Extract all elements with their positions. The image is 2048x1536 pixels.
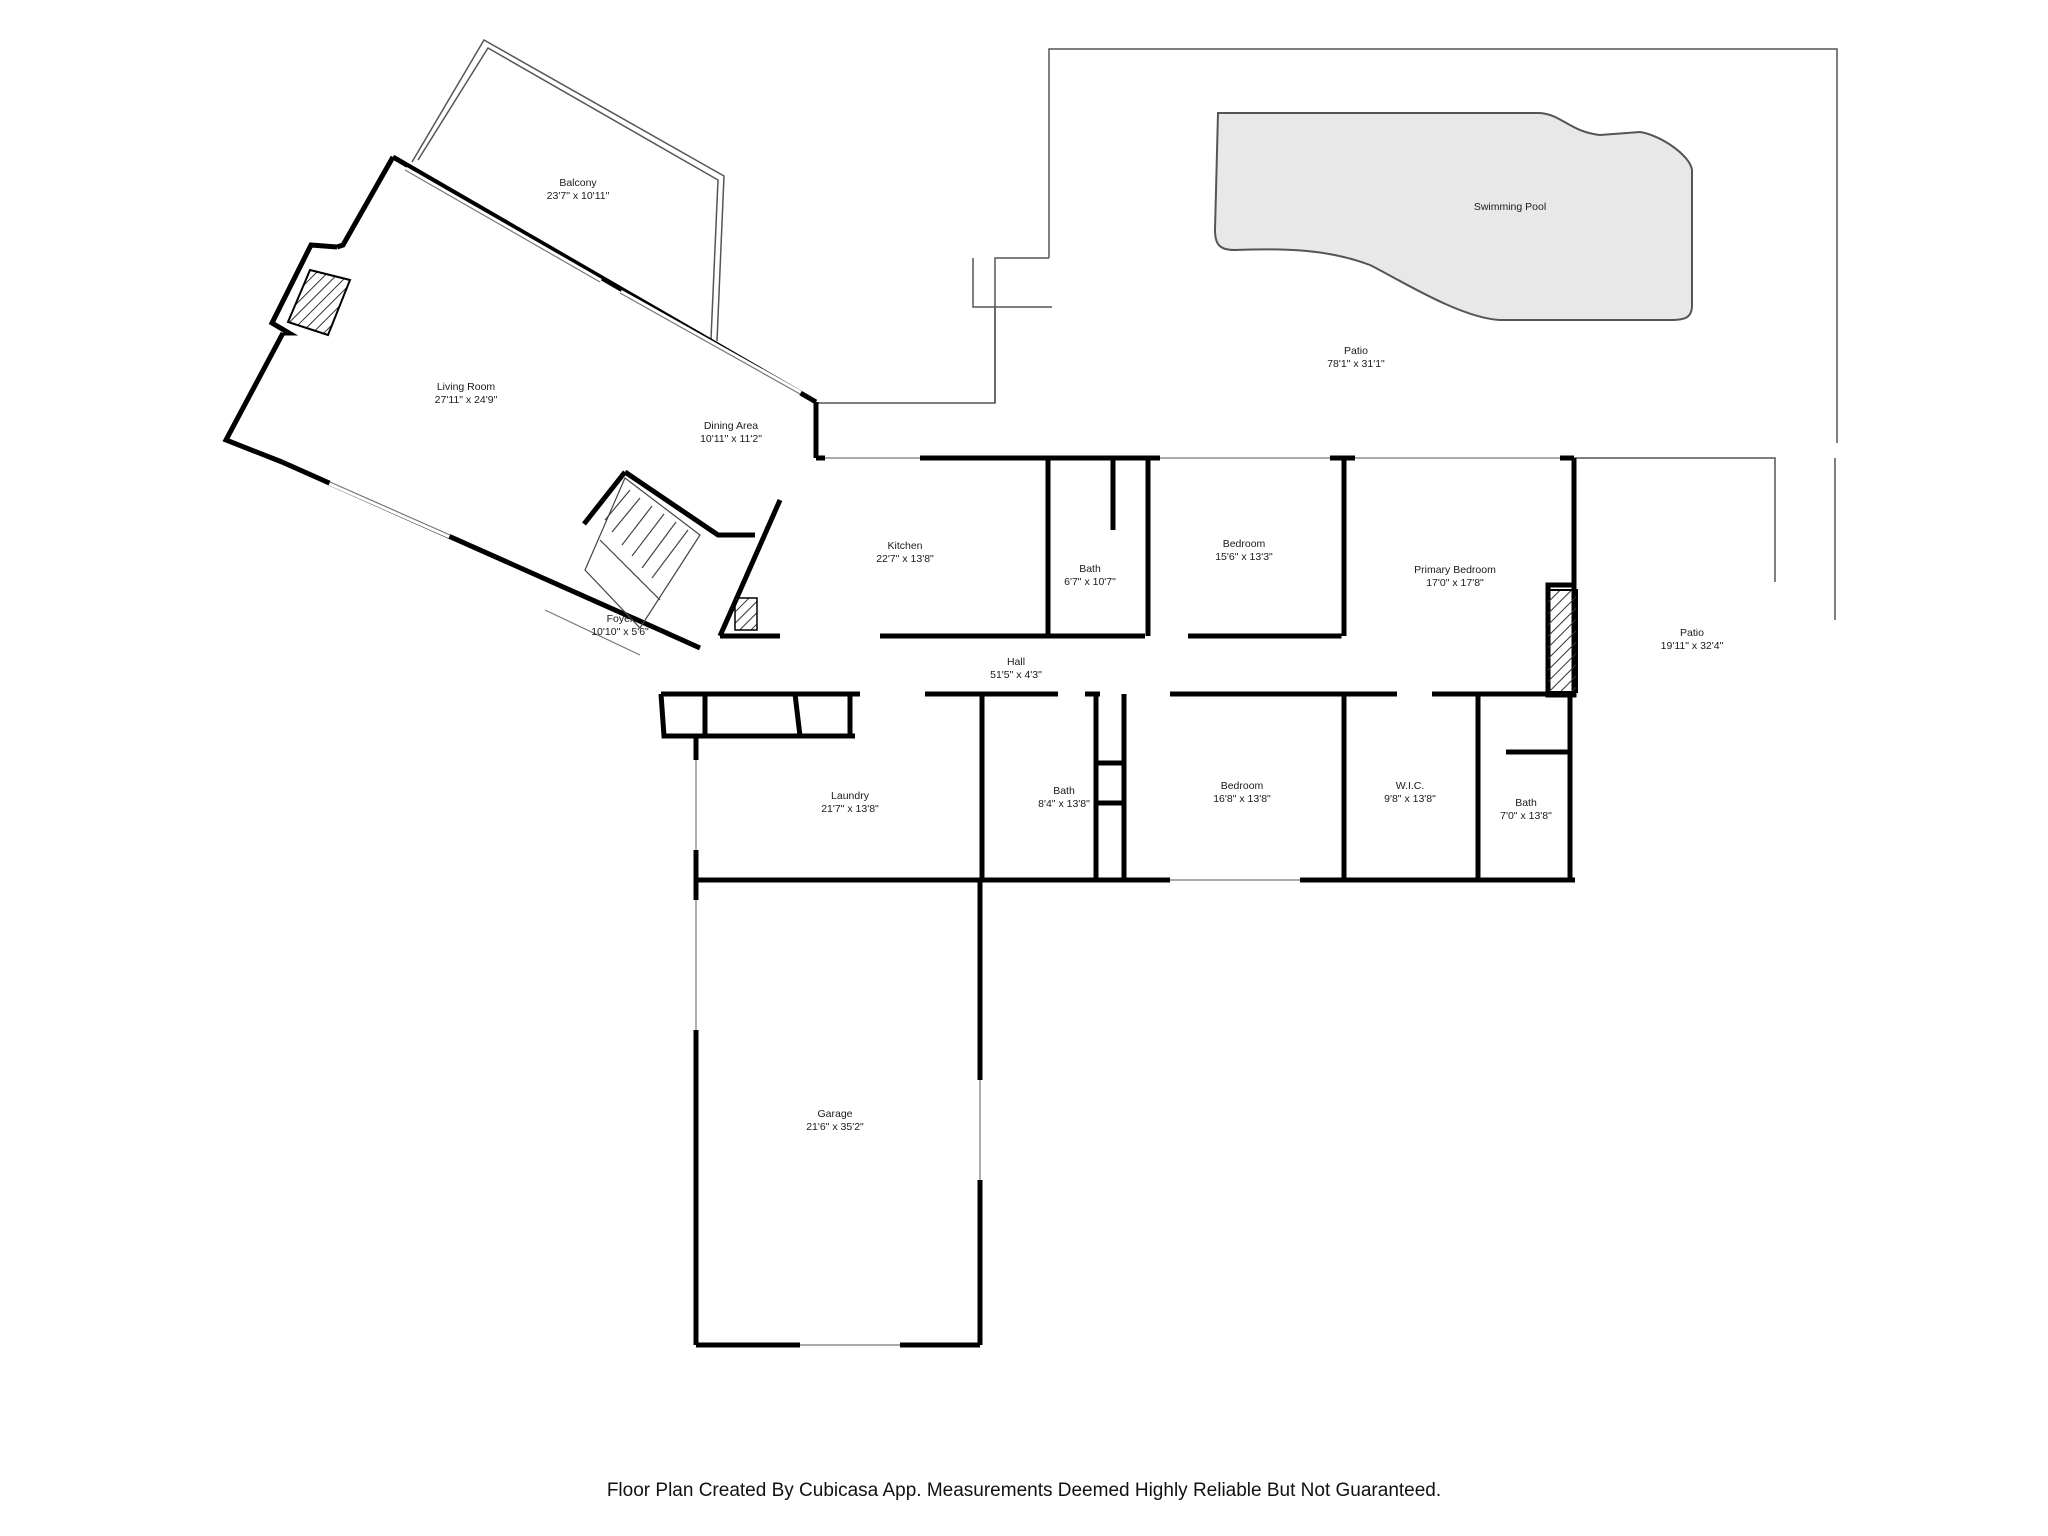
laundry-dims: 21'7" x 13'8" [821,803,879,815]
wic-label: W.I.C. [1396,780,1425,792]
stairs-icon [584,477,701,629]
foyer-dims: 10'10" x 5'6" [591,626,649,638]
dining-area-dims: 10'11" x 11'2" [700,433,762,445]
bath-c-dims: 7'0" x 13'8" [1500,810,1552,822]
laundry-label: Laundry [831,790,870,802]
balcony-label: Balcony [559,177,597,189]
bedroom-a-label: Bedroom [1223,538,1266,550]
bath-b-dims: 8'4" x 13'8" [1038,798,1090,810]
hall-label: Hall [1007,656,1025,668]
window-lines [329,169,1560,1346]
wic-dims: 9'8" x 13'8" [1384,793,1436,805]
balcony-outline [411,38,725,342]
living-room-dims: 27'11" x 24'9" [435,394,498,406]
living-room-label: Living Room [437,381,496,393]
room-labels: Balcony 23'7" x 10'11" Living Room 27'11… [435,177,1724,1133]
patio-right-dims: 19'11" x 32'4" [1661,640,1724,652]
bedroom-b-label: Bedroom [1221,780,1264,792]
patio-outlines [815,48,1838,620]
bath-a-dims: 6'7" x 10'7" [1064,576,1116,588]
bedroom-b-dims: 16'8" x 13'8" [1213,793,1271,805]
bath-a-label: Bath [1079,563,1101,575]
balcony-dims: 23'7" x 10'11" [547,190,610,202]
living-fireplace-icon [286,268,352,337]
dining-area-label: Dining Area [704,420,758,432]
kitchen-dims: 22'7" x 13'8" [876,553,934,565]
kitchen-label: Kitchen [887,540,922,552]
windows [328,166,1560,1349]
primary-fireplace-icon [1546,589,1578,693]
footer-disclaimer: Floor Plan Created By Cubicasa App. Meas… [606,1480,1442,1501]
patio-right-label: Patio [1680,627,1704,639]
bedroom-a-dims: 15'6" x 13'3" [1215,551,1273,563]
garage-dims: 21'6" x 35'2" [806,1121,864,1133]
garage-label: Garage [817,1108,852,1120]
kitchen-fireplace-icon [734,597,758,631]
primary-bedroom-label: Primary Bedroom [1414,564,1496,576]
patio-top-label: Patio [1344,345,1368,357]
primary-bedroom-dims: 17'0" x 17'8" [1426,577,1484,589]
bath-c-label: Bath [1515,797,1537,809]
walls [222,154,1577,1348]
patio-top-dims: 78'1" x 31'1" [1327,358,1385,370]
swimming-pool-shape [1213,112,1693,321]
swimming-pool-label: Swimming Pool [1474,201,1546,213]
hall-dims: 51'5" x 4'3" [990,669,1042,681]
bath-b-label: Bath [1053,785,1075,797]
foyer-label: Foyer [607,613,634,625]
